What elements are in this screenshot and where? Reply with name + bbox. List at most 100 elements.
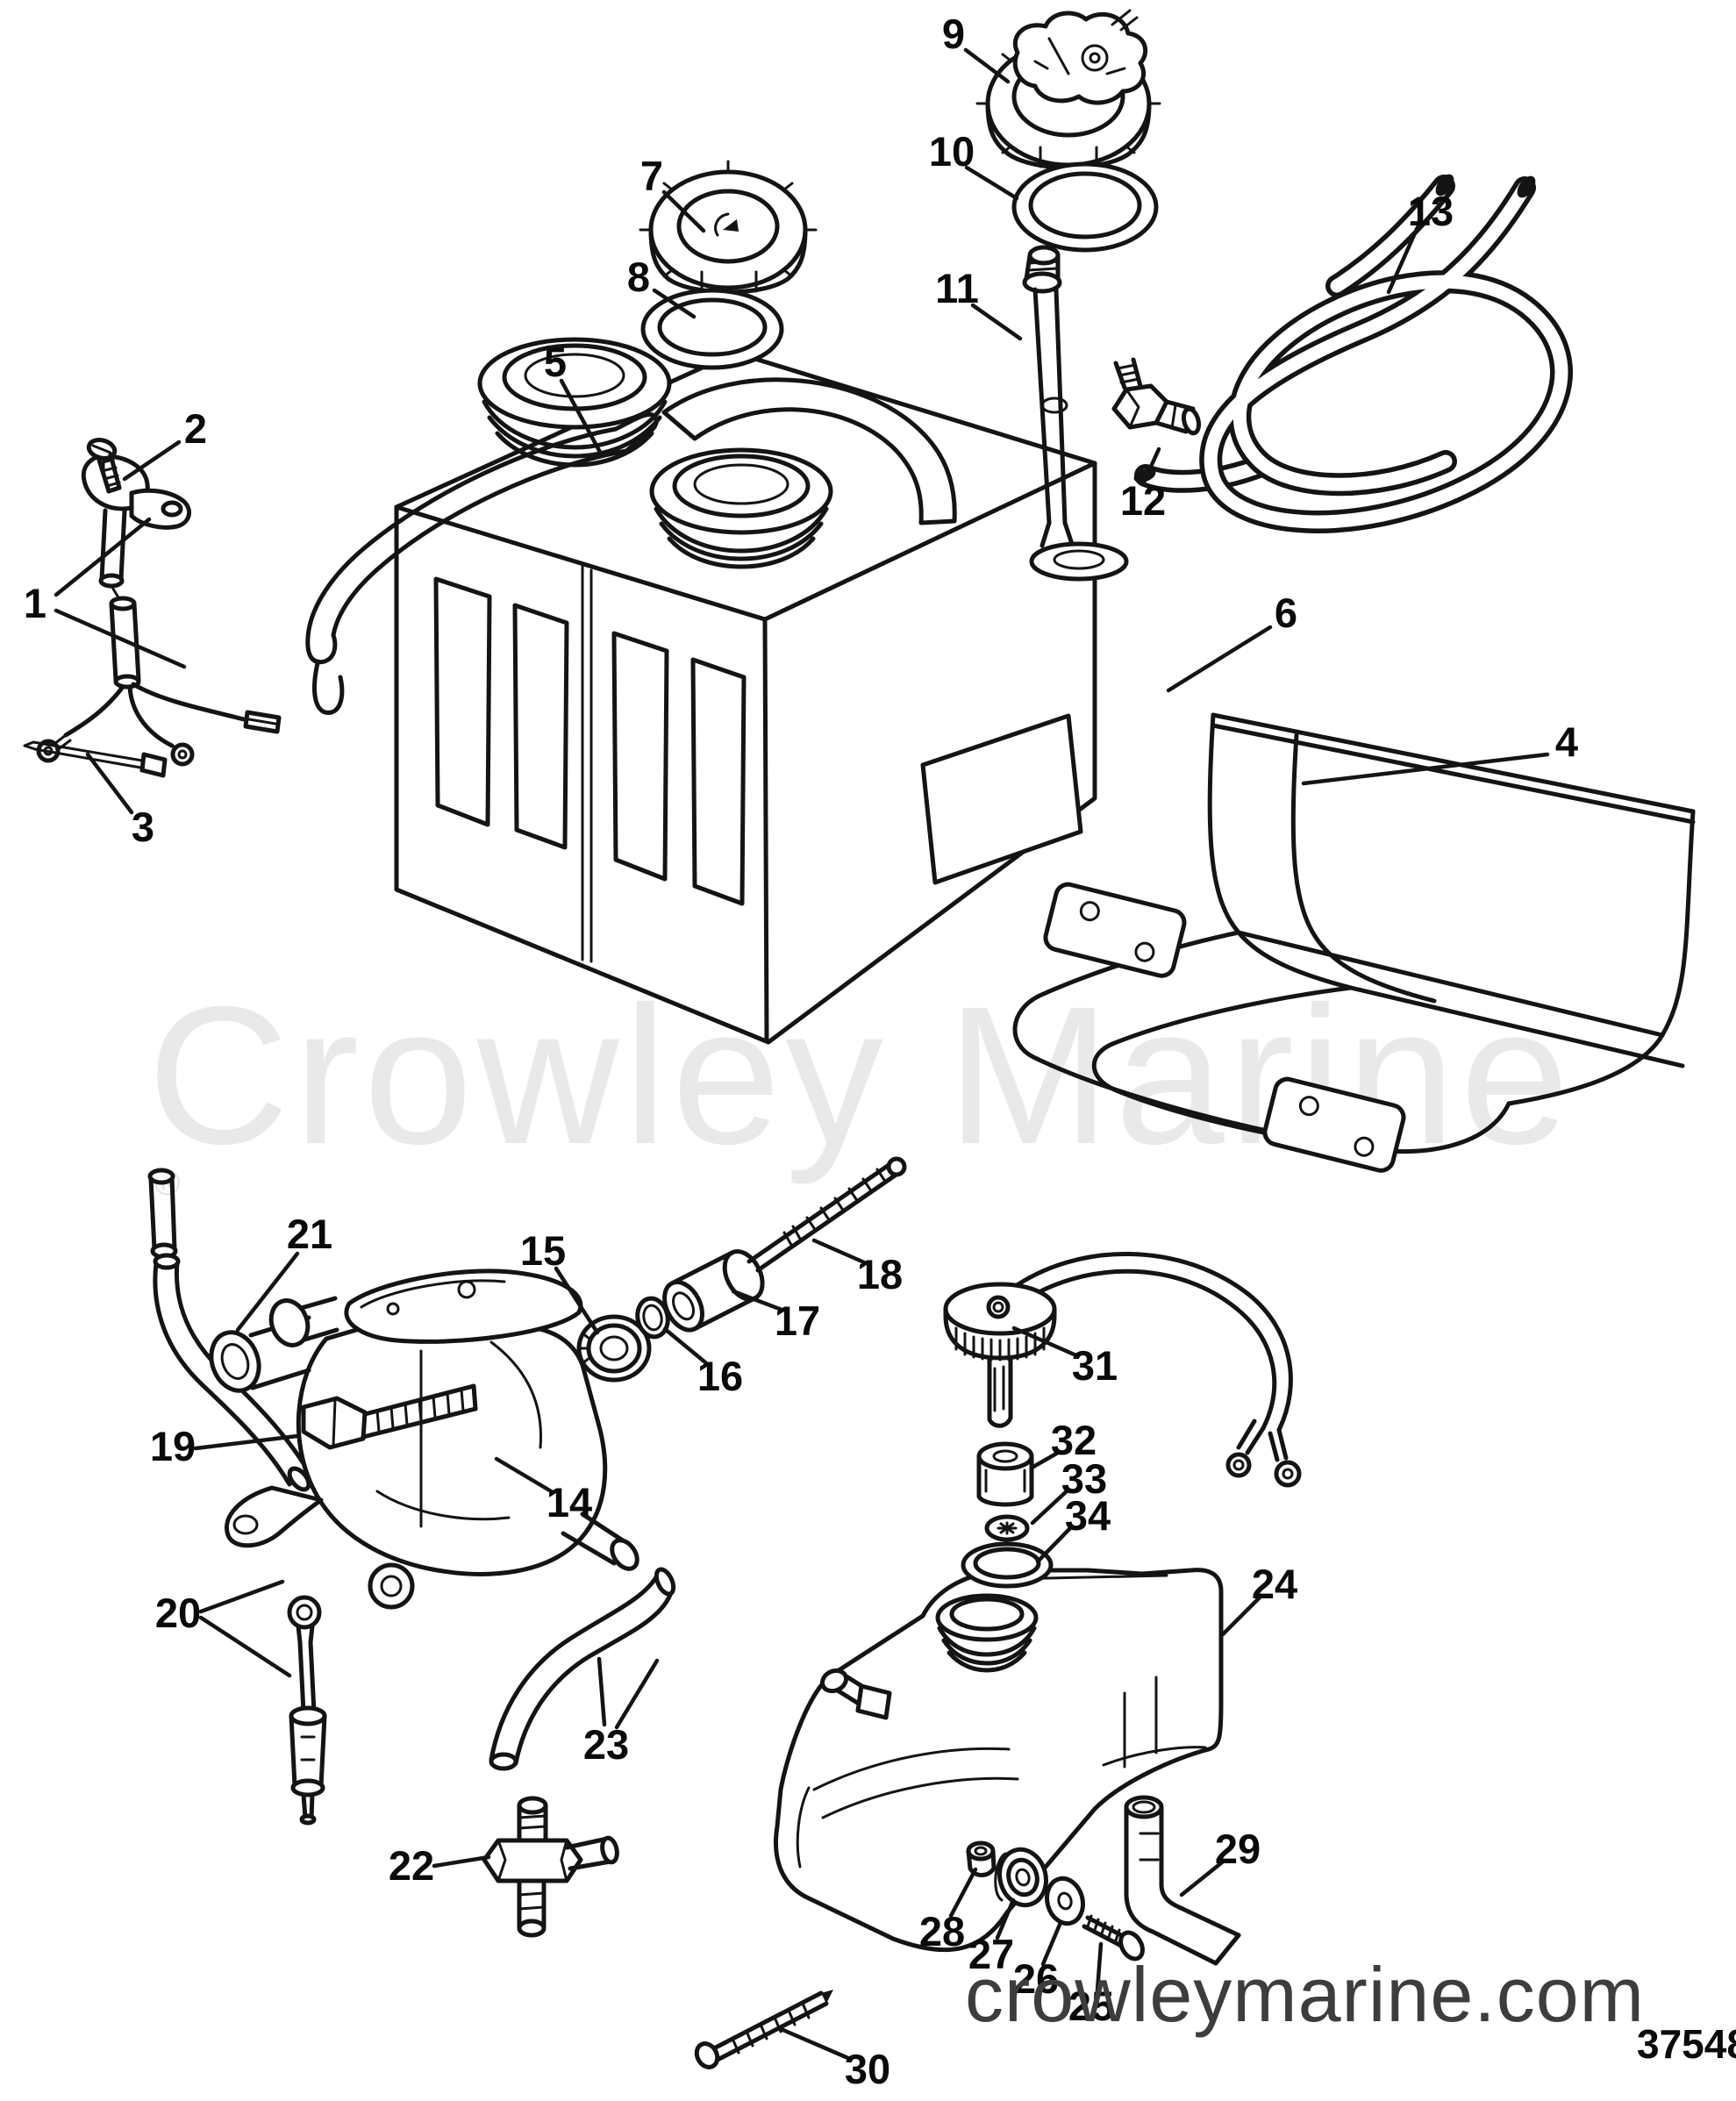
- part-26-washer-drawing: [1045, 1876, 1085, 1926]
- part-32-filter-drawing: [976, 1441, 1034, 1507]
- part-number-2: 2: [184, 405, 207, 452]
- part-3-cable-tie-drawing: [23, 740, 168, 778]
- part-27-grommet-drawing: [994, 1847, 1048, 1908]
- leader-line-part-16: [662, 1326, 708, 1365]
- leader-line-part-30: [776, 2026, 853, 2062]
- part-18-pump-shaft-drawing: [747, 1156, 907, 1273]
- part-number-17: 17: [775, 1297, 820, 1344]
- leader-line-part-29: [1179, 1860, 1225, 1897]
- part-number-34: 34: [1065, 1492, 1111, 1539]
- leader-line-part-23: [614, 1658, 660, 1730]
- part-number-30: 30: [845, 2046, 890, 2092]
- part-13-hose-coil-drawing: [1133, 174, 1573, 533]
- part-33-star-washer-drawing: [984, 1514, 1030, 1542]
- leader-line-part-22: [432, 1854, 491, 1869]
- part-29-elbow-hose-drawing: [1124, 1795, 1241, 1966]
- part-4-tank-rack-drawing: [1012, 712, 1696, 1173]
- part-10-gasket-drawing: [1011, 161, 1159, 253]
- part-23-hose-drawing: [489, 1567, 676, 1771]
- part-number-5: 5: [544, 339, 567, 385]
- part-number-16: 16: [697, 1353, 743, 1399]
- leader-line-part-24: [1220, 1595, 1262, 1637]
- part-number-23: 23: [583, 1721, 629, 1768]
- leader-line-part-11: [970, 303, 1023, 341]
- part-number-9: 9: [942, 11, 965, 57]
- part-25-bolt-drawing: [1082, 1914, 1145, 1962]
- part-number-26: 26: [1013, 1955, 1059, 2002]
- part-11-pickup-tube-drawing: [1022, 245, 1129, 582]
- part-number-1: 1: [24, 580, 46, 626]
- leader-line-part-28: [948, 1867, 978, 1919]
- part-6-oil-tank-drawing: [394, 337, 1097, 1045]
- leader-line-part-21: [235, 1251, 300, 1333]
- leader-line-part-27: [995, 1897, 1016, 1940]
- part-number-11: 11: [935, 265, 979, 311]
- part-2-screw-drawing: [86, 438, 122, 494]
- part-14-oil-pump-drawing: [209, 1268, 639, 1610]
- leader-line-part-18: [811, 1238, 867, 1265]
- part-20-link-rod-drawing: [287, 1595, 327, 1826]
- part-22-tee-fitting-drawing: [482, 1796, 619, 1938]
- part-8-gasket-drawing: [640, 288, 784, 370]
- part-number-3: 3: [132, 804, 154, 850]
- part-12-barb-fitting-drawing: [1111, 357, 1202, 436]
- part-number-19: 19: [150, 1423, 196, 1469]
- part-number-labels: 1234567891011121314151617181920212223242…: [24, 11, 1578, 2092]
- part-5-strap-drawing: [305, 411, 659, 715]
- leader-line-part-13: [1386, 225, 1420, 295]
- part-number-14: 14: [547, 1479, 592, 1526]
- part-number-12: 12: [1120, 477, 1166, 524]
- leader-line-part-12: [1140, 447, 1161, 487]
- part-number-32: 32: [1051, 1417, 1097, 1463]
- leader-line-part-3: [85, 752, 134, 815]
- leader-line-part-25: [1095, 1941, 1104, 1993]
- leader-line-part-8: [652, 288, 697, 319]
- part-number-20: 20: [155, 1590, 201, 1636]
- document-number: 37548: [1637, 2021, 1736, 2067]
- part-number-7: 7: [640, 153, 663, 199]
- site-watermark-text: crowleymarine.com: [965, 1951, 1645, 2038]
- leader-line-part-2: [122, 439, 182, 482]
- leader-line-part-31: [1011, 1326, 1081, 1359]
- part-34-gasket-ring-drawing: [961, 1541, 1054, 1589]
- part-number-25: 25: [1068, 1983, 1114, 2029]
- leader-line-part-1: [54, 517, 152, 597]
- leader-line-part-7: [661, 189, 706, 233]
- part-number-31: 31: [1072, 1342, 1118, 1389]
- part-number-4: 4: [1555, 718, 1578, 765]
- part-number-6: 6: [1275, 590, 1297, 636]
- part-24-oil-reservoir-drawing: [774, 1568, 1224, 1953]
- part-number-10: 10: [929, 128, 975, 175]
- part-number-24: 24: [1252, 1561, 1297, 1607]
- part-number-29: 29: [1215, 1826, 1261, 1872]
- part-31-cap-sender-drawing: [943, 1252, 1302, 1488]
- part-number-8: 8: [627, 254, 650, 300]
- part-number-21: 21: [287, 1211, 332, 1257]
- leader-line-part-17: [731, 1289, 784, 1312]
- part-9-cap-gauge-assembly-drawing: [975, 9, 1161, 177]
- leader-line-part-4: [1301, 752, 1550, 786]
- leader-line-part-20: [198, 1615, 292, 1678]
- leader-line-part-34: [1035, 1524, 1075, 1564]
- leader-line-part-14: [494, 1456, 555, 1495]
- part-19-bolt-drawing: [301, 1383, 478, 1450]
- part-number-18: 18: [857, 1251, 903, 1297]
- leader-line-part-6: [1166, 625, 1273, 693]
- part-number-33: 33: [1061, 1455, 1107, 1502]
- leader-line-part-33: [1030, 1487, 1071, 1526]
- part-17-bushing-drawing: [662, 1249, 765, 1333]
- leader-line-part-26: [1040, 1922, 1062, 1967]
- part-number-15: 15: [520, 1227, 566, 1274]
- part-number-27: 27: [968, 1931, 1014, 1977]
- part-number-22: 22: [389, 1842, 434, 1889]
- leader-line-part-10: [964, 165, 1019, 201]
- part-number-28: 28: [919, 1908, 965, 1955]
- leader-line-part-5: [559, 378, 604, 458]
- part-30-screw-drawing: [694, 1990, 833, 2069]
- part-number-13: 13: [1408, 188, 1454, 234]
- leader-line-part-1: [54, 608, 187, 669]
- leader-line-part-15: [554, 1266, 600, 1335]
- part-28-bushing-drawing: [966, 1840, 997, 1877]
